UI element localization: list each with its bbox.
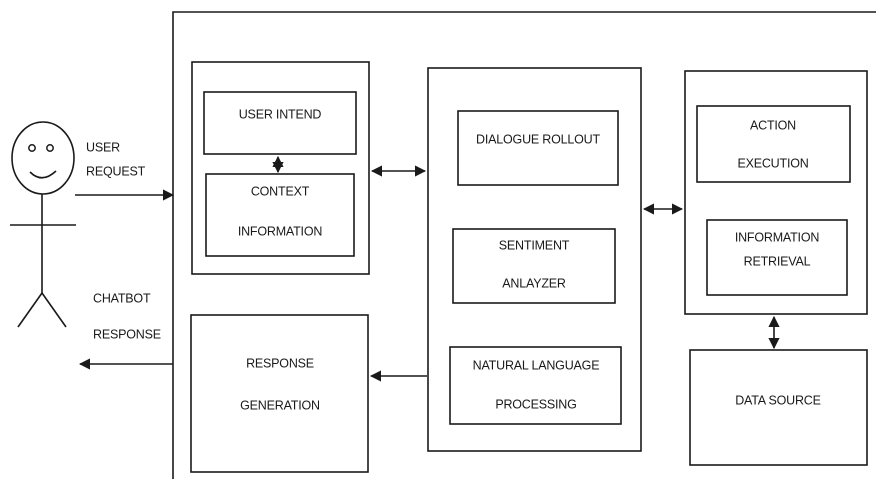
user-request-label-line2: REQUEST xyxy=(86,164,146,178)
dialogue-rollout-box xyxy=(457,110,619,186)
action-execution-label-line1: ACTION xyxy=(750,118,796,132)
system-boundary xyxy=(172,11,876,479)
dialogue-rollout-label: DIALOGUE ROLLOUT xyxy=(476,132,600,146)
action-execution-label-line2: EXECUTION xyxy=(737,156,808,170)
user-request-label-line1: USER xyxy=(86,140,120,154)
data-source-label: DATA SOURCE xyxy=(735,393,821,407)
information-retrieval-label-line1: INFORMATION xyxy=(735,230,820,244)
action-execution-box xyxy=(696,105,851,183)
information-retrieval-box xyxy=(706,219,848,296)
sentiment-analyzer-label-line2: ANLAYZER xyxy=(502,276,566,290)
user-intend-label: USER INTEND xyxy=(239,107,322,121)
nlp-box xyxy=(449,346,622,425)
response-generation-label-line1: RESPONSE xyxy=(246,356,314,370)
information-retrieval-label-line2: RETRIEVAL xyxy=(744,254,811,268)
response-generation-box xyxy=(190,314,369,473)
chatbot-response-label-line1: CHATBOT xyxy=(93,291,151,305)
user-intend-box xyxy=(203,91,357,155)
nlp-label-line1: NATURAL LANGUAGE xyxy=(473,358,600,372)
context-information-label-line2: INFORMATION xyxy=(238,224,323,238)
response-generation-label-line2: GENERATION xyxy=(240,398,320,412)
context-information-label-line1: CONTEXT xyxy=(251,184,310,198)
user-stick-figure xyxy=(10,121,76,328)
nlp-label-line2: PROCESSING xyxy=(495,397,576,411)
sentiment-analyzer-label-line1: SENTIMENT xyxy=(499,238,570,252)
context-information-box xyxy=(205,173,355,257)
data-source-box xyxy=(689,349,868,466)
sentiment-analyzer-box xyxy=(452,228,616,304)
chatbot-response-label-line2: RESPONSE xyxy=(93,327,161,341)
